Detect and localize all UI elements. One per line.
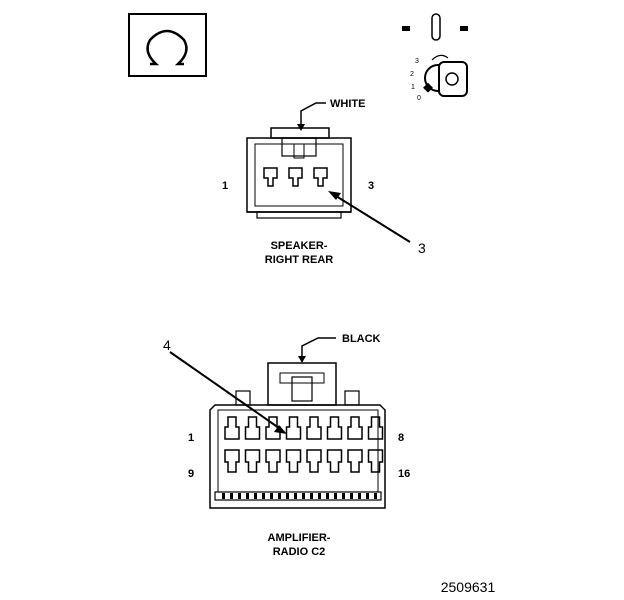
speaker-wire-color: WHITE (330, 98, 365, 110)
ignition-position-3: 3 (415, 58, 419, 65)
amplifier-pin-1-label: 1 (188, 432, 194, 444)
amplifier-cavity-10 (244, 449, 261, 473)
amplifier-connector-name-line2: RADIO C2 (273, 546, 326, 558)
amplifier-cavity-2 (244, 416, 261, 440)
speaker-pin-left-label: 1 (222, 180, 228, 192)
amplifier-cavity-3 (265, 416, 281, 440)
speaker-cavity-2 (288, 167, 303, 187)
amplifier-wire-color: BLACK (342, 333, 381, 345)
amplifier-cavity-16 (367, 449, 384, 473)
ignition-position-1: 1 (411, 84, 415, 91)
amplifier-cavity-5 (306, 416, 322, 440)
ohm-symbol-icon (128, 13, 207, 77)
amplifier-cavity-14 (326, 449, 343, 473)
amplifier-cavity-7 (347, 416, 363, 440)
amplifier-cavity-8 (367, 416, 384, 440)
amplifier-cavity-15 (347, 449, 363, 473)
amplifier-cavity-grid (224, 416, 384, 473)
amplifier-cavity-6 (326, 416, 343, 440)
speaker-connector: WHITE 1 3 3 SPEAKER- RIGHT REAR (222, 98, 426, 266)
amplifier-cavity-12 (285, 449, 302, 473)
amplifier-cavity-11 (265, 449, 281, 473)
speaker-callout-number: 3 (418, 240, 426, 256)
speaker-connector-name-line1: SPEAKER- (271, 240, 328, 252)
amplifier-pin-16-label: 16 (398, 468, 410, 480)
amplifier-connector: BLACK 1 8 9 16 4 AMPLIFIER- RADIO C2 (163, 333, 410, 558)
amplifier-cavity-9 (224, 449, 240, 473)
ignition-key-icon: 3 2 1 0 (402, 13, 468, 102)
figure-id: 2509631 (441, 579, 496, 595)
amplifier-cavity-1 (224, 416, 240, 440)
speaker-cavity-3 (313, 167, 328, 187)
amplifier-pin-8-label: 8 (398, 432, 404, 444)
ignition-position-0: 0 (417, 95, 421, 102)
ignition-position-2: 2 (410, 71, 414, 78)
amplifier-cavity-13 (306, 449, 322, 473)
amplifier-pin-9-label: 9 (188, 468, 194, 480)
amplifier-connector-name-line1: AMPLIFIER- (268, 532, 331, 544)
amplifier-callout-number: 4 (163, 337, 171, 353)
amplifier-lock-teeth (222, 493, 377, 499)
amplifier-cavity-4 (285, 416, 302, 440)
speaker-cavity-1 (263, 167, 278, 187)
speaker-pin-right-label: 3 (368, 180, 374, 192)
speaker-connector-name-line2: RIGHT REAR (265, 254, 334, 266)
